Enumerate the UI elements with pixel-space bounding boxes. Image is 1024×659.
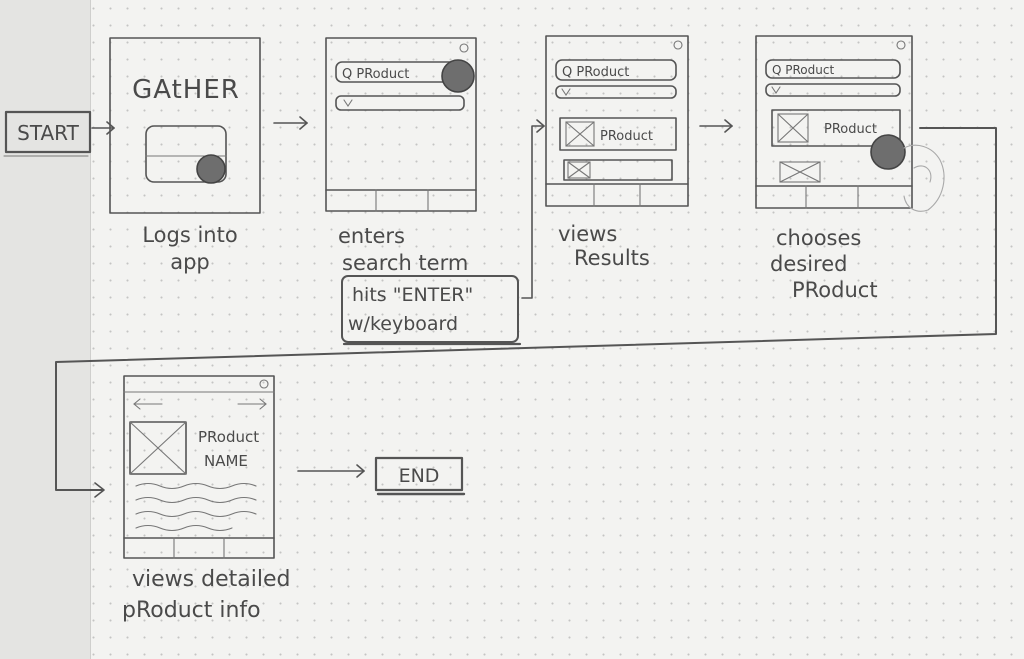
status-dot-icon: [459, 43, 469, 53]
caption-line: enters: [338, 224, 405, 248]
arrow-gather-to-search: [273, 116, 308, 130]
filter-bar: [555, 85, 677, 99]
screen-search: Q PRoduct: [325, 37, 477, 212]
product-name-line-2: NAME: [204, 452, 248, 470]
arrow-detail-to-end: [297, 464, 365, 478]
product-name-line-1: PRoduct: [198, 428, 259, 446]
result-card-partial: [563, 159, 673, 181]
start-node: START: [3, 110, 92, 157]
screen-results: Q PRoduct PRoduct: [545, 35, 689, 207]
filter-bar: [765, 83, 901, 97]
end-node: END: [374, 456, 466, 496]
tap-indicator: [441, 59, 475, 93]
result-card: [559, 117, 677, 151]
caption-line: desired: [770, 252, 847, 276]
note-line: hits "ENTER": [352, 284, 473, 306]
caption-line: Results: [574, 246, 650, 270]
arrow-right-icon: [237, 398, 267, 410]
caption-line: Logs into: [142, 223, 237, 247]
caption-line: views detailed: [132, 567, 290, 592]
tap-indicator: [870, 134, 906, 170]
screen-choose: Q PRoduct PRoduct: [755, 35, 945, 212]
search-bar: [765, 59, 901, 79]
caption-step-4: chooses desired PRoduct: [770, 226, 878, 302]
caption-line: app: [170, 250, 210, 274]
result-label: PRoduct: [824, 122, 877, 137]
arrow-left-icon: [133, 398, 163, 410]
tap-indicator: [196, 154, 226, 184]
note-enter-keyboard: hits "ENTER" w/keyboard: [341, 275, 522, 346]
result-label: PRoduct: [600, 129, 653, 144]
caption-step-1: Logs into app: [142, 223, 237, 274]
chevron-down-icon: [771, 86, 781, 94]
arrow-choose-to-detail: [55, 127, 997, 498]
caption-line: PRoduct: [792, 278, 878, 302]
image-placeholder-icon: [129, 421, 187, 475]
status-dot-icon: [673, 40, 683, 50]
chevron-down-icon: [343, 99, 353, 107]
search-text: Q PRoduct: [562, 65, 629, 80]
filter-bar: [335, 95, 465, 111]
caption-line: chooses: [776, 226, 861, 250]
chevron-down-icon: [561, 88, 571, 96]
caption-line: views: [558, 222, 617, 246]
description-lines: [135, 482, 257, 532]
note-line: w/keyboard: [348, 313, 458, 335]
end-label: END: [399, 465, 440, 487]
start-label: START: [17, 121, 79, 145]
screen-detail: PRoduct NAME: [123, 375, 275, 559]
image-placeholder-icon: [777, 113, 809, 143]
caption-step-2: enters search term: [338, 224, 468, 275]
status-dot-icon: [896, 40, 906, 50]
arrow-results-to-choose: [699, 119, 733, 133]
screen-gather: GAtHER: [109, 37, 261, 214]
search-text: Q PRoduct: [772, 63, 834, 77]
hand-icon: [903, 144, 945, 212]
arrow-search-to-results: [521, 119, 545, 299]
status-dot-icon: [259, 379, 269, 389]
login-card: [145, 125, 227, 183]
gather-app-name: GAtHER: [132, 75, 240, 105]
notebook-binding-edge: [0, 0, 91, 659]
search-text: Q PRoduct: [342, 67, 409, 82]
caption-line: search term: [342, 251, 468, 275]
caption-step-5: views detailed pRoduct info: [122, 567, 290, 623]
search-bar: [555, 59, 677, 81]
caption-step-3: views Results: [558, 222, 650, 270]
caption-line: pRoduct info: [122, 598, 261, 623]
result-card: [771, 109, 901, 147]
image-placeholder-icon: [565, 121, 595, 147]
